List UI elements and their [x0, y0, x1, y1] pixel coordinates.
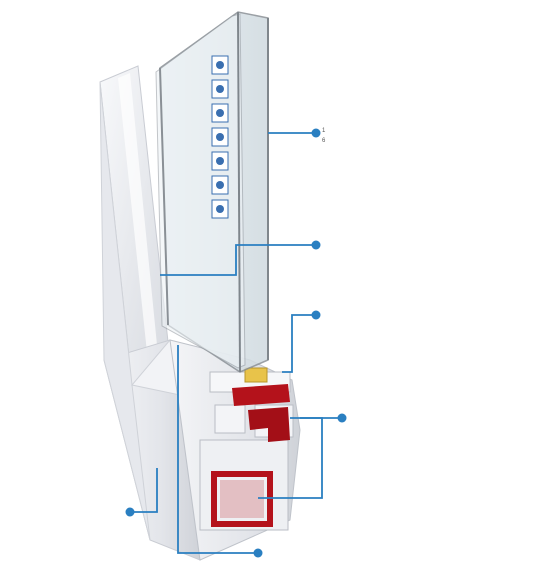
callout-line-frame — [130, 468, 158, 513]
callout-dot — [311, 310, 321, 320]
callout-dot — [337, 413, 347, 423]
rain-icon — [211, 175, 229, 195]
glass-spacer — [244, 367, 268, 383]
glass-icon-strip — [211, 55, 229, 219]
callout-dot — [311, 128, 321, 138]
insulated-glass-unit — [155, 11, 269, 373]
callout-dot — [253, 548, 263, 558]
callout-dot — [125, 507, 135, 517]
heat-icon — [211, 79, 229, 99]
shield-icon — [211, 151, 229, 171]
callout-text-2: 6 — [322, 138, 326, 144]
callout-text-1: 1 — [322, 128, 326, 134]
callout-lines — [125, 128, 347, 558]
callout-line-depth — [177, 345, 258, 554]
bird-icon — [211, 103, 229, 123]
callout-line-seal — [282, 314, 316, 373]
callout-line-pane — [160, 244, 316, 276]
outer-frame — [99, 65, 216, 561]
wind-icon — [211, 199, 229, 219]
sun-icon — [211, 55, 229, 75]
callout-dot — [311, 240, 321, 250]
steel-reinforcement — [211, 384, 290, 527]
sound-wave-icon — [211, 127, 229, 147]
